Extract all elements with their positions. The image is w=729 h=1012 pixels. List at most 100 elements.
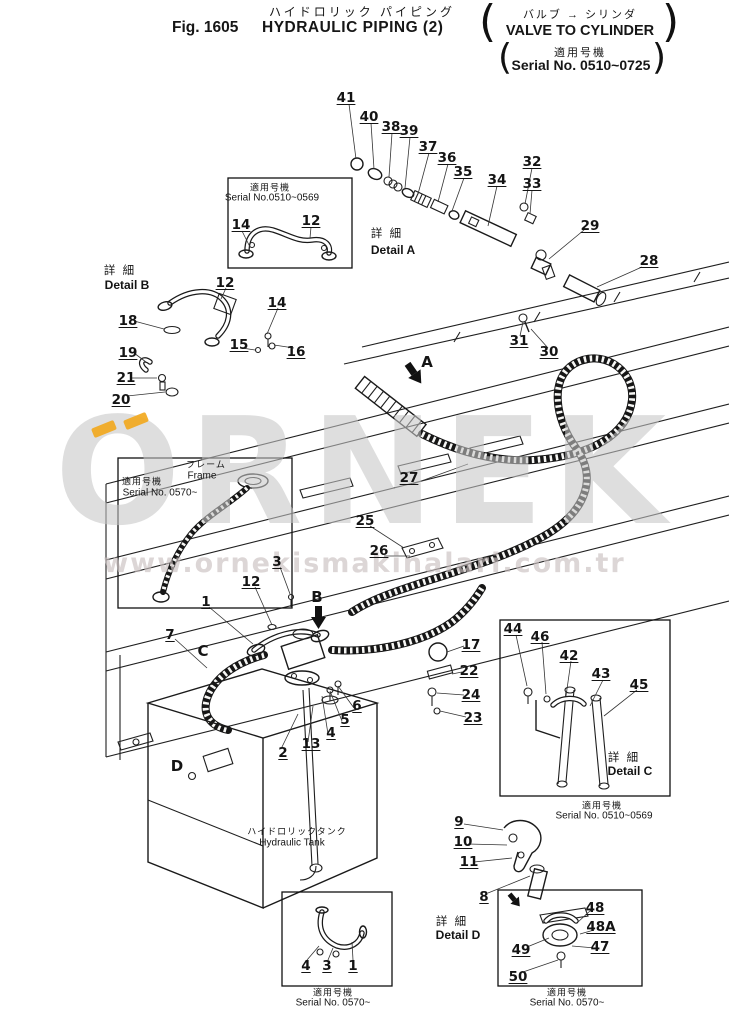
frame-label-jp: フレーム [186, 459, 226, 470]
subtitle-en: VALVE TO CYLINDER [505, 23, 655, 39]
callout-35: 35 [453, 164, 473, 180]
callout-24: 24 [461, 687, 481, 703]
detail-d-serial-en: Serial No. 0570~ [529, 997, 605, 1009]
callout-18: 18 [118, 313, 138, 329]
detail-c-serial-en: Serial No. 0510~0569 [555, 810, 653, 822]
callout-7: 7 [165, 627, 175, 643]
detail-a-label-en: Detail A [370, 243, 416, 257]
detail-b-label-en: Detail B [104, 278, 150, 292]
detail-d-box [497, 889, 643, 987]
callout-21: 21 [116, 370, 136, 386]
callout-44: 44 [503, 621, 523, 637]
callout-17: 17 [461, 637, 481, 653]
view-letter-c: C [197, 642, 209, 660]
view-letter-d: D [170, 757, 184, 775]
bottom-box-serial-en: Serial No. 0570~ [295, 997, 371, 1009]
view-arrows [311, 361, 520, 907]
hydraulic-hoses [201, 354, 637, 734]
callout-28: 28 [639, 253, 659, 269]
callout-33: 33 [522, 176, 542, 192]
frame-detail-box [117, 457, 293, 609]
paren-open-glyph: ( [498, 37, 513, 78]
callout-23: 23 [463, 710, 483, 726]
callout-50: 50 [508, 969, 528, 985]
callout-13: 13 [301, 736, 321, 752]
frame-box-serial-en: Serial No. 0570~ [122, 487, 198, 499]
view-letter-a: A [421, 353, 433, 371]
callout-8: 8 [479, 889, 489, 905]
callout-1: 1 [201, 594, 211, 610]
frame-label-en: Frame [187, 470, 217, 482]
arrow-a-icon [404, 361, 422, 384]
bottom-box-serial-jp: 適用号機 [312, 987, 354, 998]
callout-36: 36 [437, 150, 457, 166]
callout-26: 26 [369, 543, 389, 559]
callout-12: 12 [301, 213, 321, 229]
callout-43: 43 [591, 666, 611, 682]
bracket-25-26 [401, 537, 444, 559]
callout-4-b: 4 [301, 958, 311, 974]
tank-label-en: Hydraulic Tank [259, 837, 325, 849]
elbow-fitting-29 [530, 249, 556, 281]
callout-39: 39 [399, 123, 419, 139]
callout-49: 49 [511, 942, 531, 958]
fitting-28 [562, 273, 601, 303]
detail-b-box [227, 177, 353, 269]
paren-open-glyph: ( [479, 0, 497, 47]
callout-14: 14 [231, 217, 251, 233]
paren-close-glyph: ) [662, 0, 680, 47]
title-jp: ハイドロリック パイピング [268, 5, 456, 19]
detail-d-label-jp: 詳 細 [435, 916, 469, 928]
callout-11: 11 [459, 854, 479, 870]
callout-10: 10 [453, 834, 473, 850]
callout-22: 22 [459, 663, 479, 679]
callout-6: 6 [352, 698, 362, 714]
callout-41: 41 [336, 90, 356, 106]
callout-4: 4 [326, 725, 336, 741]
callout-34: 34 [487, 172, 507, 188]
detail-a-label-jp: 詳 細 [370, 228, 404, 240]
callout-30: 30 [539, 344, 559, 360]
detail-d-label-en: Detail D [435, 928, 481, 942]
callout-38: 38 [381, 119, 401, 135]
bottom-pipe-box [281, 891, 393, 987]
arrow-b-icon [311, 606, 326, 629]
callout-45: 45 [629, 677, 649, 693]
title-en: HYDRAULIC PIPING (2) [262, 19, 444, 36]
view-letter-b: B [311, 588, 323, 606]
hose-clamp-parts [426, 642, 454, 715]
callout-16: 16 [286, 344, 306, 360]
serial-label-jp: 適用号機 [554, 47, 606, 59]
callout-15: 15 [229, 337, 249, 353]
callout-2: 2 [278, 745, 288, 761]
frame-box-serial-jp: 適用号機 [121, 476, 163, 487]
detail-c-serial-jp: 適用号機 [581, 800, 623, 811]
detail-b-box-serial-en: Serial No.0510~0569 [224, 192, 320, 204]
callout-31: 31 [509, 333, 529, 349]
callout-12-c: 12 [241, 574, 261, 590]
hydraulic-tank [145, 668, 380, 910]
callout-3-b: 3 [322, 958, 332, 974]
callout-47: 47 [590, 939, 610, 955]
callout-46: 46 [530, 629, 550, 645]
bracket-d-view [117, 732, 234, 781]
callout-40: 40 [359, 109, 379, 125]
bracket-9-11 [503, 819, 549, 900]
callout-5: 5 [340, 712, 350, 728]
detail-c-label-en: Detail C [607, 764, 653, 778]
detail-d-serial-jp: 適用号機 [546, 987, 588, 998]
valve-assembly [246, 593, 342, 881]
subtitle-jp: バルブ → シリンダ [522, 9, 638, 21]
detail-b-label-jp: 詳 細 [103, 265, 137, 277]
callout-32: 32 [522, 154, 542, 170]
detail-c-box [499, 619, 671, 797]
detail-c-label-jp: 詳 細 [607, 752, 641, 764]
callout-27: 27 [399, 470, 419, 486]
callout-25: 25 [355, 513, 375, 529]
callout-19: 19 [118, 345, 138, 361]
detail-b-box-serial-jp: 適用号機 [249, 182, 291, 193]
callout-1-b: 1 [348, 958, 358, 974]
